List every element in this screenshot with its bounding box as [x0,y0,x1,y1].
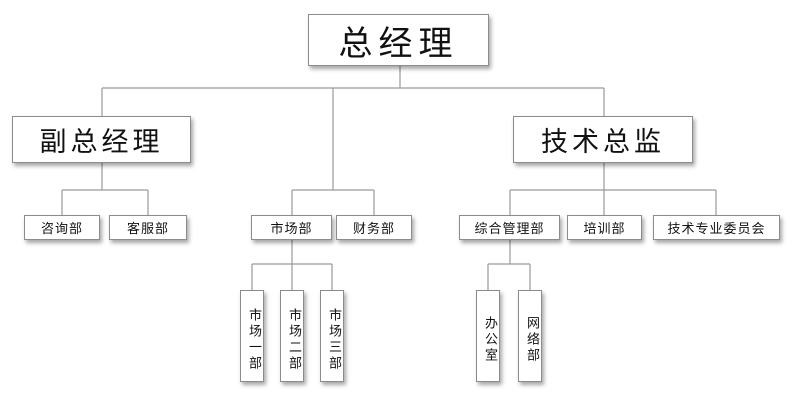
node-consulting-dept: 咨询部 [24,215,100,240]
node-technical-director: 技术总监 [513,116,693,163]
node-network-dept: 网络部 [518,290,542,382]
node-deputy-general-manager: 副总经理 [12,116,191,163]
node-marketing-dept-3: 市场三部 [320,290,344,382]
node-marketing-dept-1: 市场一部 [240,290,264,382]
node-finance-dept: 财务部 [336,215,412,240]
node-technical-committee: 技术专业委员会 [653,215,780,240]
node-marketing-dept-2: 市场二部 [280,290,304,382]
node-general-manager: 总经理 [308,14,489,66]
node-customer-service-dept: 客服部 [109,215,187,240]
node-training-dept: 培训部 [567,215,642,240]
node-general-management-dept: 综合管理部 [459,215,560,240]
node-office: 办公室 [476,290,500,382]
node-marketing-dept: 市场部 [251,215,332,240]
